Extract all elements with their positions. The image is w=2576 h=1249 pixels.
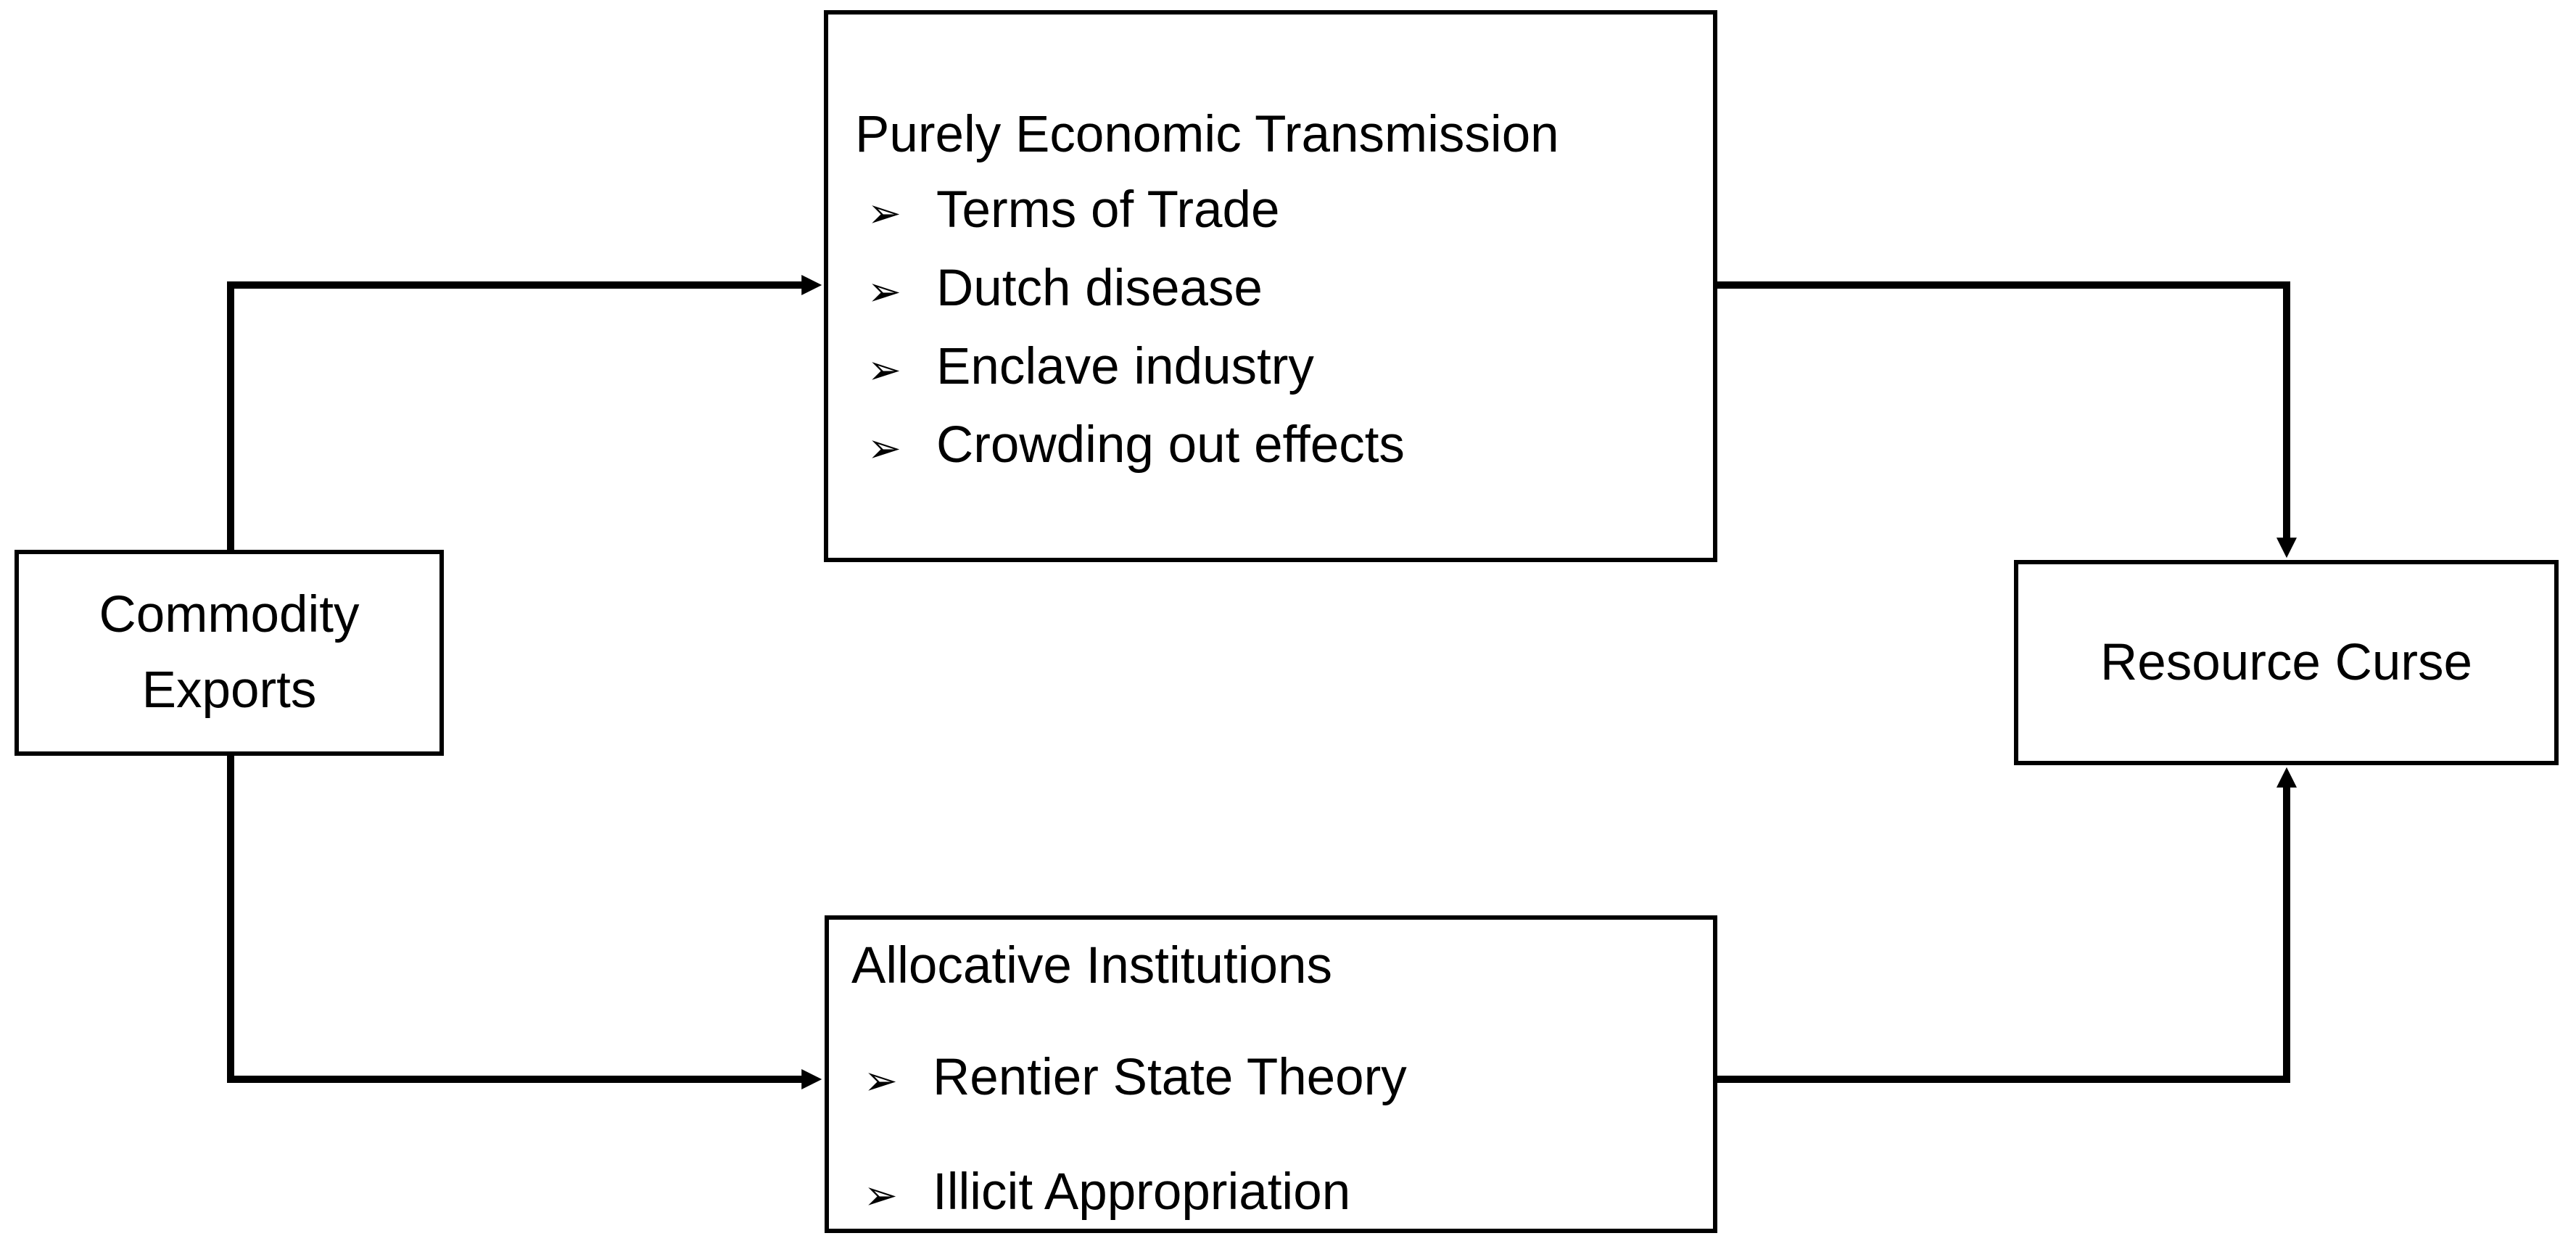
economic-title: Purely Economic Transmission xyxy=(855,105,1559,163)
bullet-text: Dutch disease xyxy=(936,259,1263,317)
commodity-label-line1: Commodity xyxy=(99,586,360,643)
arrow-bullet-icon: ➢ xyxy=(867,189,901,236)
bullet-text: Illicit Appropriation xyxy=(933,1163,1351,1221)
arrow-bullet-icon: ➢ xyxy=(867,346,901,392)
node-purely-economic-transmission: Purely Economic Transmission ➢ Terms of T… xyxy=(824,10,1717,562)
commodity-exports-label: Commodity Exports xyxy=(99,577,359,728)
arrow-commodity-to-economic xyxy=(227,275,822,551)
commodity-label-line2: Exports xyxy=(141,661,317,719)
bullet-text: Rentier State Theory xyxy=(933,1049,1407,1106)
allocative-title: Allocative Institutions xyxy=(851,937,1332,994)
arrow-bullet-icon: ➢ xyxy=(864,1172,898,1218)
arrow-bullet-icon: ➢ xyxy=(867,424,901,471)
arrow-bullet-icon: ➢ xyxy=(864,1058,898,1103)
arrow-bullet-icon: ➢ xyxy=(867,268,901,314)
node-resource-curse: Resource Curse xyxy=(2014,560,2559,765)
arrow-allocative-to-resource xyxy=(1716,767,2297,1083)
bullet-text: Crowding out effects xyxy=(936,416,1405,474)
allocative-bullet-illicit-appropriation: ➢ Illicit Appropriation xyxy=(851,1155,1713,1233)
economic-bullet-enclave-industry: ➢ Enclave industry xyxy=(855,329,1713,408)
economic-bullet-terms-of-trade: ➢ Terms of Trade xyxy=(855,173,1713,251)
resource-curse-label: Resource Curse xyxy=(2100,633,2472,691)
bullet-text: Terms of Trade xyxy=(936,181,1280,239)
arrow-economic-to-resource xyxy=(1716,281,2297,558)
node-allocative-institutions: Allocative Institutions ➢ Rentier State T… xyxy=(825,915,1717,1233)
economic-bullet-dutch-disease: ➢ Dutch disease xyxy=(855,251,1713,329)
node-commodity-exports: Commodity Exports xyxy=(15,550,444,756)
bullet-text: Enclave industry xyxy=(936,337,1314,395)
arrow-commodity-to-allocative xyxy=(227,754,822,1089)
allocative-bullet-rentier-state-theory: ➢ Rentier State Theory xyxy=(851,1040,1713,1118)
economic-bullet-crowding-out-effects: ➢ Crowding out effects xyxy=(855,408,1713,486)
